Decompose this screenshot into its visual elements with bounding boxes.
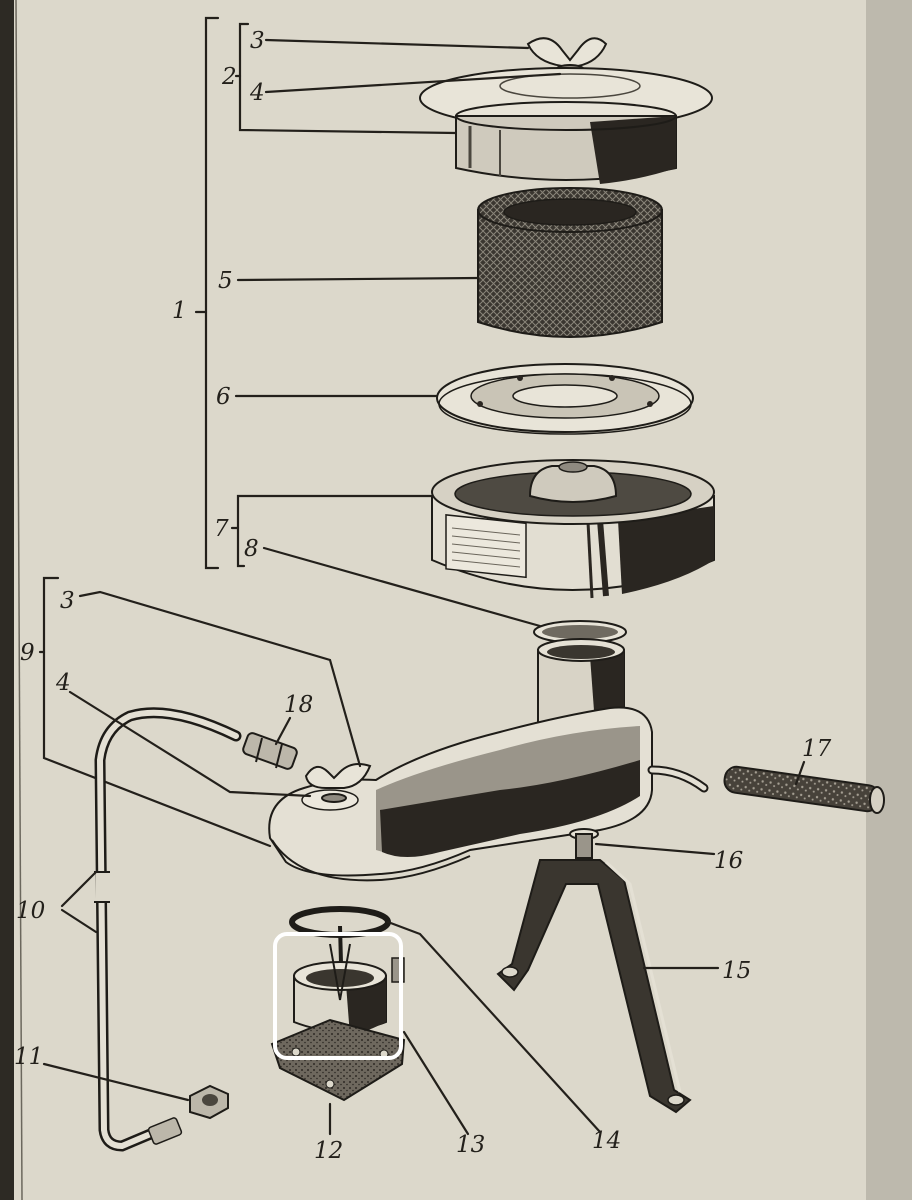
label-12: 12 — [314, 1138, 343, 1164]
label-3-top: 3 — [250, 28, 265, 54]
bracket-group-9 — [38, 576, 272, 848]
filter-element — [477, 187, 663, 338]
label-15: 15 — [722, 958, 751, 984]
spacer-bushing — [569, 828, 599, 859]
label-13: 13 — [456, 1132, 485, 1158]
label-9: 9 — [20, 640, 35, 666]
bracket-group-7 — [230, 494, 434, 568]
page-edge-shadow — [866, 0, 912, 1200]
hose-clamp-18 — [242, 732, 298, 770]
label-4-top: 4 — [249, 80, 265, 106]
oil-bath-housing — [431, 459, 715, 599]
label-1: 1 — [172, 298, 187, 324]
label-6: 6 — [216, 384, 231, 410]
label-16: 16 — [714, 848, 743, 874]
breather-tube — [94, 707, 242, 1152]
label-7: 7 — [214, 516, 229, 542]
label-14: 14 — [592, 1128, 621, 1154]
filter-plate — [436, 363, 694, 435]
wing-nut-lower — [304, 763, 372, 803]
valve-cup — [293, 943, 405, 1036]
label-5: 5 — [218, 268, 233, 294]
label-10: 10 — [16, 898, 45, 924]
bracket-group-2 — [234, 22, 458, 135]
union-nut — [189, 1084, 229, 1120]
neck-sealing-ring — [533, 620, 627, 644]
label-4-lower: 4 — [55, 670, 71, 696]
label-17: 17 — [802, 736, 832, 762]
highlight-box — [273, 932, 403, 1060]
air-cleaner-cover — [419, 67, 713, 184]
housing-label-plate — [445, 514, 527, 579]
label-8: 8 — [244, 536, 259, 562]
label-3-lower: 3 — [60, 588, 75, 614]
label-11: 11 — [14, 1044, 43, 1070]
rubber-hose — [723, 765, 885, 814]
leader-lines — [42, 38, 806, 1136]
label-18: 18 — [284, 692, 313, 718]
mounting-bracket — [496, 859, 692, 1114]
page-fold-line — [15, 0, 23, 1200]
label-2: 2 — [221, 64, 237, 90]
bracket-group-1 — [194, 16, 220, 570]
